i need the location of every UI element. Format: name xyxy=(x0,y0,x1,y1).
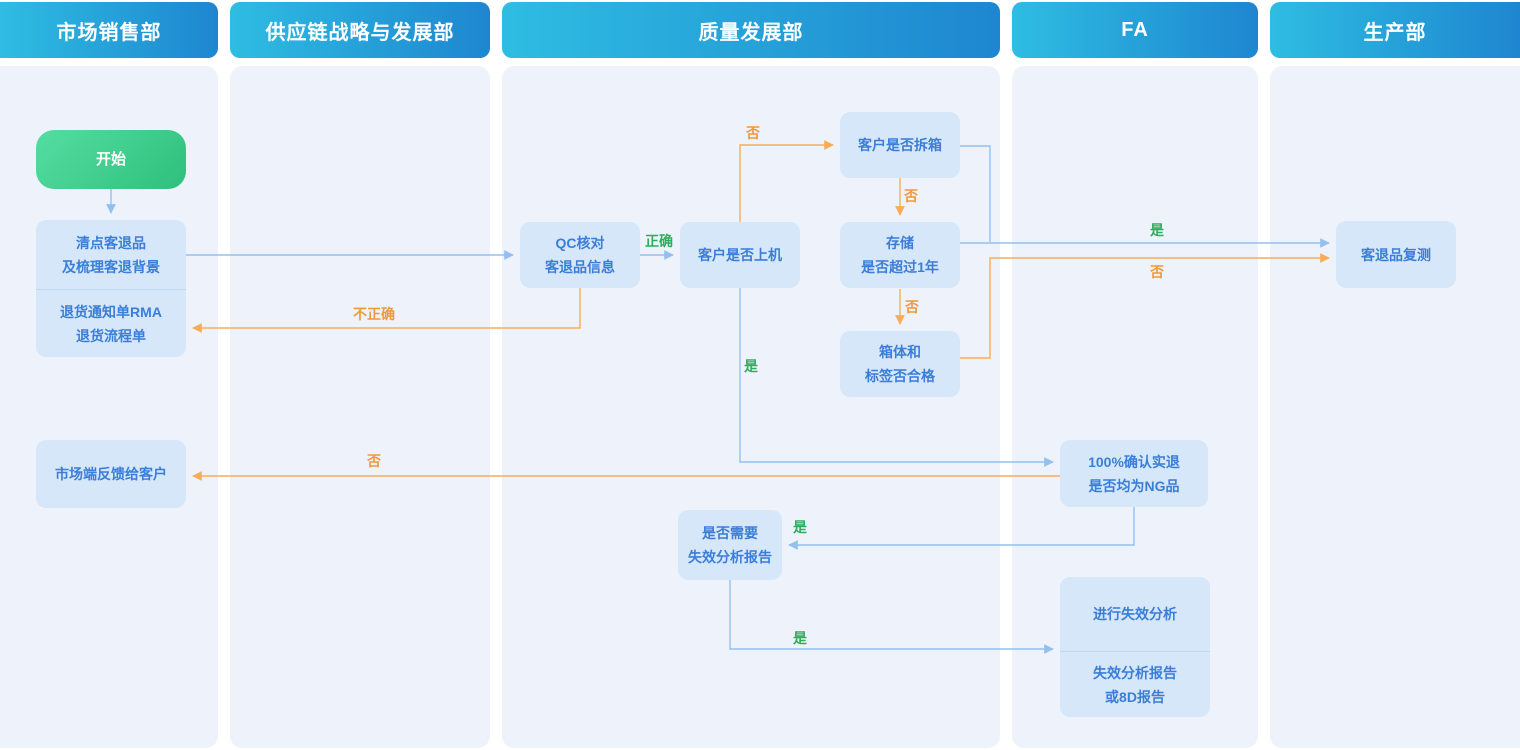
edge-label-yes-confirm: 是 xyxy=(744,358,758,374)
edge-boxcheck-retest-no xyxy=(960,253,1330,359)
edge-label-no-boxcheck: 否 xyxy=(905,299,919,315)
lane-body-production xyxy=(1270,66,1520,748)
edge-label-correct: 正确 xyxy=(645,233,673,249)
node-storage: 存储 是否超过1年 xyxy=(840,222,960,288)
node-intake-bottom-label: 退货通知单RMA 退货流程单 xyxy=(60,303,162,344)
node-confirm-ng: 100%确认实退 是否均为NG品 xyxy=(1060,440,1208,507)
node-fa-top: 进行失效分析 xyxy=(1060,577,1210,651)
node-fa-top-label: 进行失效分析 xyxy=(1093,606,1177,622)
lane-body-quality xyxy=(502,66,1000,748)
edge-onmachine-unboxed-no xyxy=(739,140,834,222)
lane-header-production: 生产部 xyxy=(1270,2,1520,58)
node-intake-top: 清点客退品 及梳理客退背景 xyxy=(36,220,186,289)
edge-label-incorrect: 不正确 xyxy=(353,306,395,322)
node-retest-label: 客退品复测 xyxy=(1361,246,1431,263)
node-fa-bottom: 失效分析报告 或8D报告 xyxy=(1060,651,1210,717)
lane-header-quality: 质量发展部 xyxy=(502,2,1000,58)
node-feedback-label: 市场端反馈给客户 xyxy=(55,466,167,482)
lane-body-supply-chain xyxy=(230,66,490,748)
lane-header-supply-chain: 供应链战略与发展部 xyxy=(230,2,490,58)
edge-label-yes-needfa: 是 xyxy=(793,519,807,535)
node-fa: 进行失效分析 失效分析报告 或8D报告 xyxy=(1060,577,1210,717)
node-box-label-ok-label: 箱体和 标签否合格 xyxy=(865,344,935,384)
node-intake: 清点客退品 及梳理客退背景 退货通知单RMA 退货流程单 xyxy=(36,220,186,357)
node-intake-bottom: 退货通知单RMA 退货流程单 xyxy=(36,289,186,357)
node-retest: 客退品复测 xyxy=(1336,221,1456,288)
node-unboxed: 客户是否拆箱 xyxy=(840,112,960,178)
edge-onmachine-confirm-yes xyxy=(739,288,1054,467)
node-start-label: 开始 xyxy=(95,150,126,168)
node-qc-check-label: QC核对 客退品信息 xyxy=(545,235,615,275)
edge-label-no-retest: 否 xyxy=(1150,264,1164,280)
edge-qc-intake-incorrect xyxy=(192,288,581,333)
edge-needfa-fa-yes xyxy=(729,580,1054,654)
edge-label-yes-fa: 是 xyxy=(793,630,807,646)
node-qc-check: QC核对 客退品信息 xyxy=(520,222,640,288)
edge-label-no-unboxed: 否 xyxy=(746,125,760,141)
node-on-machine: 客户是否上机 xyxy=(680,222,800,288)
node-fa-bottom-label: 失效分析报告 或8D报告 xyxy=(1093,664,1177,705)
edge-unboxed-retest-join xyxy=(960,145,991,242)
node-confirm-ng-label: 100%确认实退 是否均为NG品 xyxy=(1088,453,1180,494)
edge-label-no-storage: 否 xyxy=(904,188,918,204)
node-need-fa-report-label: 是否需要 失效分析报告 xyxy=(688,525,772,565)
edge-confirm-needfa-yes xyxy=(788,507,1135,550)
node-start: 开始 xyxy=(36,130,186,189)
edge-label-no-feedback: 否 xyxy=(367,453,381,469)
node-intake-top-label: 清点客退品 及梳理客退背景 xyxy=(62,234,160,275)
lane-header-market-sales: 市场销售部 xyxy=(0,2,218,58)
node-feedback: 市场端反馈给客户 xyxy=(36,440,186,508)
node-box-label-ok: 箱体和 标签否合格 xyxy=(840,331,960,397)
edge-label-yes-retest: 是 xyxy=(1150,222,1164,238)
node-on-machine-label: 客户是否上机 xyxy=(698,247,782,263)
node-storage-label: 存储 是否超过1年 xyxy=(861,235,939,275)
lane-header-fa: FA xyxy=(1012,2,1258,58)
node-need-fa-report: 是否需要 失效分析报告 xyxy=(678,510,782,580)
node-unboxed-label: 客户是否拆箱 xyxy=(858,137,942,153)
